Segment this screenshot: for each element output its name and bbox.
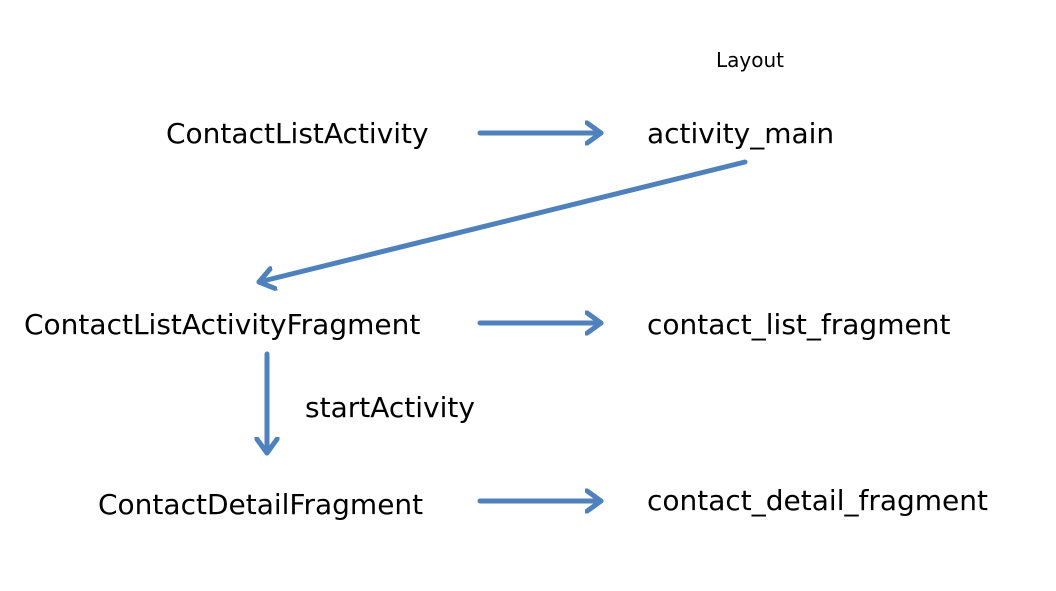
node-activity-main: activity_main [647,117,835,150]
node-contact-detail-fragment-layout: contact_detail_fragment [647,484,989,517]
node-contact-list-activity: ContactListActivity [166,117,429,150]
arrow-layout-to-fragment [256,159,748,282]
node-contact-detail-fragment: ContactDetailFragment [98,488,424,521]
layout-header-label: Layout [716,48,784,72]
node-contact-list-fragment: contact_list_fragment [647,308,951,341]
node-contact-list-activity-fragment: ContactListActivityFragment [24,308,421,341]
edge-label-start-activity: startActivity [305,391,475,424]
